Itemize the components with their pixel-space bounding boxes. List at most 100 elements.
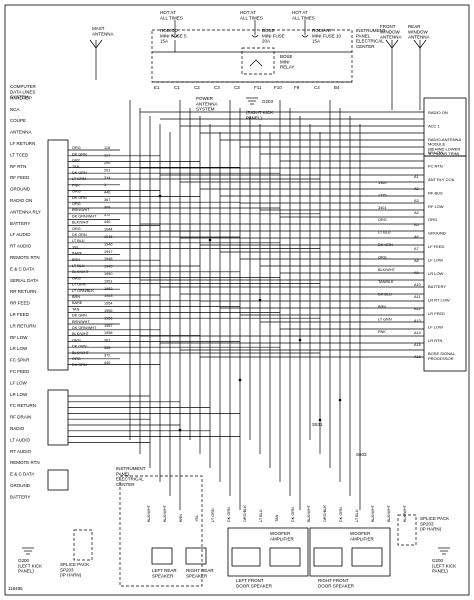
left-connector-label: LF AUDIO bbox=[10, 232, 31, 237]
left-connector-label: SERIAL DATA bbox=[10, 278, 38, 283]
circuit-number-label: 1950 bbox=[104, 272, 112, 276]
bottom-wire-label: LT GRN bbox=[211, 508, 215, 522]
pin-label: A6 bbox=[414, 235, 419, 239]
left-connector-label: RF RTN bbox=[10, 164, 26, 169]
circuit-number-label: 1953 bbox=[104, 294, 112, 298]
circuit-number-label: 372 bbox=[104, 353, 110, 357]
circuit-number-label: 1956 bbox=[104, 316, 112, 320]
left-front-door-speaker-label: DOOR SPEAKER bbox=[236, 583, 273, 588]
rear-window-antenna-icon bbox=[413, 39, 427, 110]
bottom-wire-label: YEL bbox=[195, 515, 199, 522]
bottom-wire-label: DK GRN bbox=[339, 507, 343, 522]
hot-at-all-times-label: HOT AT bbox=[240, 10, 256, 15]
fuse-rod-ant bbox=[301, 20, 309, 38]
left-connector-label: ANTENNA bbox=[10, 130, 32, 135]
fuse-label: ROD/CD bbox=[160, 28, 178, 33]
pin-label: A1 bbox=[414, 175, 419, 179]
front-window-antenna-label: WINDOW bbox=[380, 29, 400, 34]
instrument-panel-bottom-label: PANEL bbox=[116, 471, 131, 476]
left-rear-speaker-label: LEFT REAR bbox=[152, 568, 177, 573]
pin-label: A16 bbox=[414, 355, 421, 359]
bose-mini-relay-box bbox=[241, 47, 275, 75]
circuit-number-label: 367 bbox=[104, 339, 110, 343]
instrument-panel-label: CENTER bbox=[356, 44, 375, 49]
splice-pack-right-label: SP203 bbox=[420, 521, 434, 526]
bottom-wire-label: BLK/WHT bbox=[147, 504, 151, 522]
left-connector-label: FC FEED bbox=[10, 369, 30, 374]
circuit-number-label: 1954 bbox=[104, 302, 112, 306]
wire-color-label: ORG bbox=[72, 357, 81, 361]
right-module-label: LF LOW bbox=[428, 257, 443, 262]
wire-color-label: 3401 bbox=[378, 206, 386, 210]
wire-color-label: DK GRN bbox=[72, 152, 87, 156]
right-module-label: MODULE bbox=[428, 142, 445, 147]
ground-icon bbox=[246, 97, 258, 105]
hot-at-all-times-label: ALL TIMES bbox=[240, 15, 263, 20]
instrument-panel-label: PANEL bbox=[356, 33, 371, 38]
radio-connector bbox=[47, 139, 69, 371]
bottom-wire-label: BLK/WHT bbox=[387, 504, 391, 522]
connector-pin-label: C3 bbox=[214, 85, 220, 90]
g200-right-label: G200 bbox=[432, 558, 444, 563]
right-module-label: LF FEED bbox=[428, 244, 445, 249]
right-rear-speaker-label: SPEAKER bbox=[186, 573, 208, 578]
g200-label: G200 bbox=[18, 558, 30, 563]
wire-color-label: TAN/BLK bbox=[378, 280, 394, 284]
splice-pack-left-label: SPLICE PACK bbox=[60, 562, 89, 567]
computer-data-connector bbox=[47, 469, 69, 491]
circuit-number-label: 118 bbox=[104, 146, 110, 150]
pin-label: A9 bbox=[414, 271, 419, 275]
cd-player-connector bbox=[47, 389, 69, 446]
bottom-wire-label: TAN bbox=[275, 514, 279, 522]
wire-color-label: DK BLU bbox=[378, 293, 392, 297]
wire-color-label: PNK bbox=[378, 330, 386, 334]
splice-dot bbox=[258, 298, 262, 302]
power-antenna-system-label: POWER bbox=[196, 96, 214, 101]
left-rear-speaker-icon bbox=[151, 547, 173, 565]
connector-pin-label: F11 bbox=[254, 85, 262, 90]
connector-pin-label: E1 bbox=[154, 85, 160, 90]
left-connector-label: FC SPKR bbox=[10, 358, 30, 363]
wire-color-label: BLK/WHT bbox=[72, 351, 90, 355]
wire-color-label: TAN bbox=[72, 307, 80, 311]
wire-color-label: LT GRN/BLK bbox=[72, 289, 94, 293]
bottom-wire-label: BLK/WHT bbox=[403, 504, 407, 522]
wire-color-label: BRN bbox=[378, 305, 386, 309]
wire-color-label: DK GRN bbox=[72, 363, 87, 367]
left-connector-label: BATTERY bbox=[10, 221, 30, 226]
wire-color-label: DK GRN bbox=[72, 233, 87, 237]
splice-dot bbox=[178, 428, 182, 432]
wire-color-label: BLK/WHT bbox=[72, 221, 90, 225]
left-connector-label: GROUND bbox=[10, 483, 31, 488]
mast-antenna-label: ANTENNA bbox=[92, 31, 114, 36]
circuit-number-label: 440 bbox=[104, 361, 110, 365]
outer-frame bbox=[4, 4, 470, 596]
pin-label: A3 bbox=[414, 199, 419, 203]
mast-antenna-label: MAST bbox=[92, 26, 105, 31]
connector-pin-label: F9 bbox=[294, 85, 300, 90]
circuit-number-label: 117 bbox=[104, 154, 110, 158]
bottom-wire-label: LT BLU bbox=[259, 509, 263, 522]
woofer-amplifier-label: WOOFER bbox=[270, 531, 291, 536]
left-connector-label: GROUND bbox=[10, 187, 31, 192]
front-window-antenna-label: ANTENNA bbox=[380, 35, 402, 40]
left-connector-label: REMOTE RTN bbox=[10, 255, 40, 260]
wire-color-label: ORG bbox=[378, 218, 387, 222]
bottom-wire-label: BLK/WHT bbox=[371, 504, 375, 522]
left-connector-label: RF DRAIN bbox=[10, 415, 31, 420]
wire-color-label: ORG bbox=[72, 276, 81, 280]
splice-pack-right bbox=[397, 514, 417, 546]
right-kick-panel-label: (RIGHT KICK bbox=[246, 110, 273, 115]
right-module-label: ACC 1 bbox=[428, 123, 441, 128]
left-connector-label: E & C DATA bbox=[10, 472, 34, 477]
pin-label: A5 bbox=[414, 223, 419, 227]
right-module-label: LR RTN bbox=[428, 338, 442, 343]
wire-color-label: LT GRN bbox=[378, 317, 392, 321]
pin-label: A15 bbox=[414, 343, 421, 347]
left-connector-label: RR FEED bbox=[10, 301, 31, 306]
left-woofer-amp-box bbox=[227, 527, 309, 577]
left-connector-label: REMOTE RTN bbox=[10, 460, 40, 465]
wire-color-label: ORG bbox=[378, 255, 387, 259]
left-connector-label: RR RETURN bbox=[10, 289, 37, 294]
